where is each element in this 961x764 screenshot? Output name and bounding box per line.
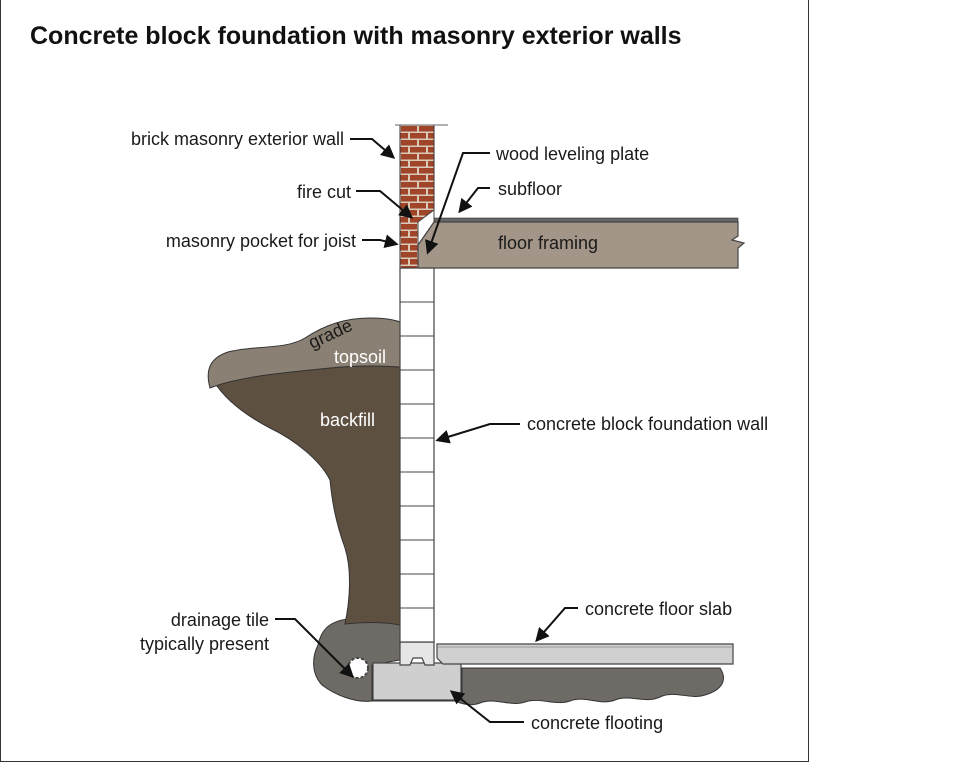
topsoil-layer <box>207 317 401 389</box>
concrete-footing <box>372 662 462 701</box>
leader-masonry-pocket <box>362 234 399 249</box>
label-fire-cut: fire cut <box>297 182 351 202</box>
diagram-title: Concrete block foundation with masonry e… <box>30 22 682 50</box>
label-block-wall: concrete block foundation wall <box>527 414 768 434</box>
floor-framing <box>417 221 746 269</box>
wall-key <box>399 641 435 666</box>
leader-brick-wall <box>350 138 396 159</box>
label-drainage-tile-2: typically present <box>140 634 269 654</box>
concrete-floor-slab <box>436 643 734 665</box>
label-drainage-tile-1: drainage tile <box>171 610 269 630</box>
label-topsoil: topsoil <box>334 347 386 367</box>
concrete-block-foundation-wall <box>399 267 435 643</box>
label-floor-slab: concrete floor slab <box>585 599 732 619</box>
label-floor-framing: floor framing <box>498 233 598 253</box>
leader-subfloor <box>458 187 490 214</box>
label-masonry-pocket: masonry pocket for joist <box>166 231 356 251</box>
gravel-bed <box>313 617 724 706</box>
leader-block-wall <box>435 423 520 444</box>
leader-drainage-tile <box>275 618 354 678</box>
label-brick-wall: brick masonry exterior wall <box>131 129 344 149</box>
label-wood-leveling-plate: wood leveling plate <box>495 144 649 164</box>
label-subfloor: subfloor <box>498 179 562 199</box>
leader-floor-slab <box>535 607 578 643</box>
backfill-soil <box>212 365 401 626</box>
leader-wood-leveling-plate <box>425 152 490 255</box>
label-backfill: backfill <box>320 410 375 430</box>
leader-fire-cut <box>356 190 414 219</box>
leader-footing <box>449 690 524 723</box>
label-footing: concrete flooting <box>531 713 663 733</box>
